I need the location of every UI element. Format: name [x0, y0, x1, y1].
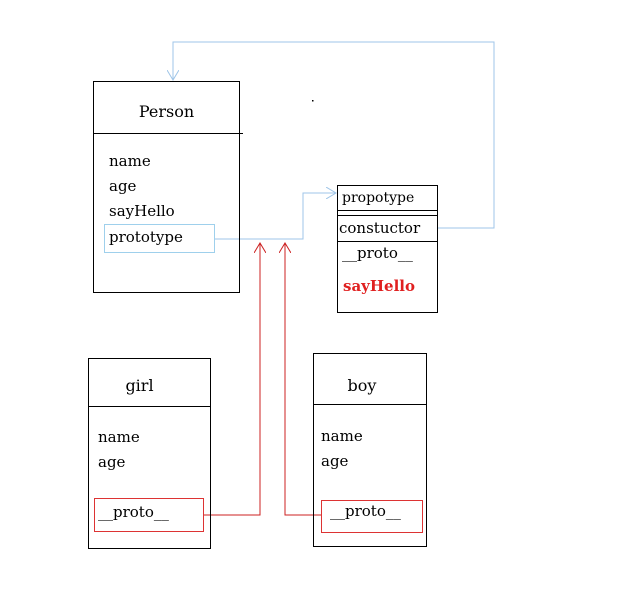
girl-proto-highlight — [94, 498, 204, 532]
boy-field-age: age — [321, 452, 349, 470]
person-prototype-highlight — [104, 224, 215, 253]
propotype-divider-constructor — [338, 215, 437, 216]
person-field-sayhello: sayHello — [109, 202, 175, 220]
boy-title: boy — [347, 376, 377, 395]
girl-title: girl — [125, 376, 154, 395]
person-field-age: age — [109, 177, 137, 195]
person-field-name: name — [109, 152, 151, 170]
person-divider — [94, 133, 243, 134]
boy-proto-highlight — [321, 500, 423, 533]
girl-divider — [89, 406, 210, 407]
person-field-prototype: prototype — [109, 228, 183, 246]
propotype-constructor: constuctor — [339, 219, 421, 237]
person-box: Person name age sayHello prototype — [93, 81, 243, 293]
propotype-box: propotype constuctor __proto__ sayHello — [337, 185, 438, 313]
person-title: Person — [138, 102, 195, 121]
propotype-divider-top — [338, 210, 437, 211]
girl-box: girl name age __proto__ — [88, 358, 211, 549]
propotype-sayhello: sayHello — [343, 277, 415, 295]
stray-dot — [312, 100, 314, 102]
girl-field-name: name — [98, 428, 140, 446]
boy-proto: __proto__ — [330, 502, 401, 520]
propotype-proto: __proto__ — [342, 244, 413, 262]
boy-field-name: name — [321, 427, 363, 445]
boy-box: boy name age __proto__ — [313, 353, 427, 547]
boy-divider — [314, 404, 426, 405]
propotype-divider-bottom — [338, 241, 437, 242]
girl-field-age: age — [98, 453, 126, 471]
girl-proto: __proto__ — [98, 503, 169, 521]
propotype-title: propotype — [342, 190, 415, 206]
